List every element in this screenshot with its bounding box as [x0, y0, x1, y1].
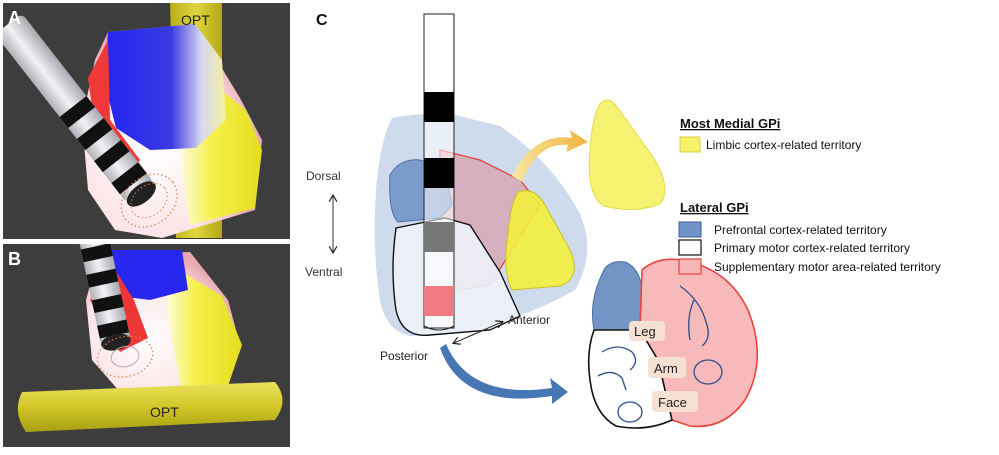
arm-label-bg [648, 357, 686, 378]
blue-curved-arrow [440, 344, 568, 404]
motor-swatch [678, 239, 702, 256]
leg-sketch [679, 285, 709, 347]
limbic-territory-b [165, 262, 242, 392]
electrode-contact-b1 [80, 244, 113, 263]
electrode-tip-a [126, 181, 156, 207]
sma-swatch [678, 258, 702, 275]
vta-inner-a [130, 183, 168, 219]
optic-tract-b [17, 382, 283, 432]
prefrontal-territory-a [104, 24, 226, 150]
electrode-contact-b2 [86, 268, 119, 288]
panel-c-letter: C [316, 12, 328, 29]
posterior-arrow [454, 328, 487, 343]
electrode-contact-a2 [76, 118, 113, 151]
panel-c: C Dorsal Ventral Posterior Anterior [305, 12, 941, 429]
arm-label: Arm [654, 361, 678, 376]
homunculus-prefrontal [591, 261, 643, 331]
dorsal-label: Dorsal [306, 169, 341, 183]
opt-label-a: OPT [181, 12, 210, 28]
posterior-label: Posterior [380, 349, 428, 363]
medial-limbic-shape [588, 99, 666, 210]
prefrontal-territory-b [108, 250, 188, 300]
limbic-territory-c [505, 190, 575, 291]
electrode-contact-a3 [94, 140, 130, 173]
face-label: Face [658, 395, 687, 410]
legend: Most Medial GPi Limbic cortex-related te… [678, 116, 941, 275]
homunculus-map: Leg Arm Face [587, 258, 759, 429]
ventral-label: Ventral [305, 265, 342, 279]
anterior-label: Anterior [508, 313, 550, 327]
head-sketch-sma [693, 359, 723, 385]
panel-b: B OPT [3, 244, 290, 447]
electrode-contact-b4 [97, 319, 130, 339]
opt-label-b: OPT [150, 404, 179, 420]
arm-sketch [601, 346, 637, 371]
limbic-legend-label: Limbic cortex-related territory [706, 138, 861, 152]
hand-sketch [597, 371, 627, 391]
homunculus-motor [587, 329, 673, 429]
leg-label-bg [629, 321, 665, 341]
electrode-contact-2 [424, 158, 454, 188]
electrode-diagram [423, 13, 455, 331]
electrode-contact-3 [424, 92, 454, 122]
vta-outline-b [96, 335, 154, 378]
motor-legend-label: Primary motor cortex-related territory [714, 241, 910, 255]
head-sketch-motor [617, 401, 643, 423]
electrode-lead-b [79, 244, 154, 378]
vta-inner-b [110, 345, 140, 368]
electrode-contact-1 [424, 222, 454, 252]
sma-legend-label: Supplementary motor area-related territo… [714, 260, 941, 274]
electrode-contact-a4 [111, 162, 147, 195]
prefrontal-swatch [678, 221, 702, 238]
lateral-legend-title: Lateral GPi [680, 200, 749, 215]
panel-a: A OPT [3, 3, 290, 239]
electrode-tip [423, 325, 455, 331]
electrode-contact-b3 [91, 294, 124, 314]
medial-legend-title: Most Medial GPi [680, 116, 780, 131]
electrode-contact-0 [424, 286, 454, 316]
panel-a-letter: A [8, 8, 21, 28]
electrode-lead-a [3, 15, 178, 228]
panel-b-letter: B [8, 249, 21, 269]
limbic-swatch [679, 136, 701, 153]
electrode-contact-a1 [59, 96, 96, 128]
yellow-curved-arrow [512, 130, 588, 182]
prefrontal-legend-label: Prefrontal cortex-related territory [714, 223, 887, 237]
leg-label: Leg [634, 324, 656, 339]
face-label-bg [652, 391, 698, 412]
